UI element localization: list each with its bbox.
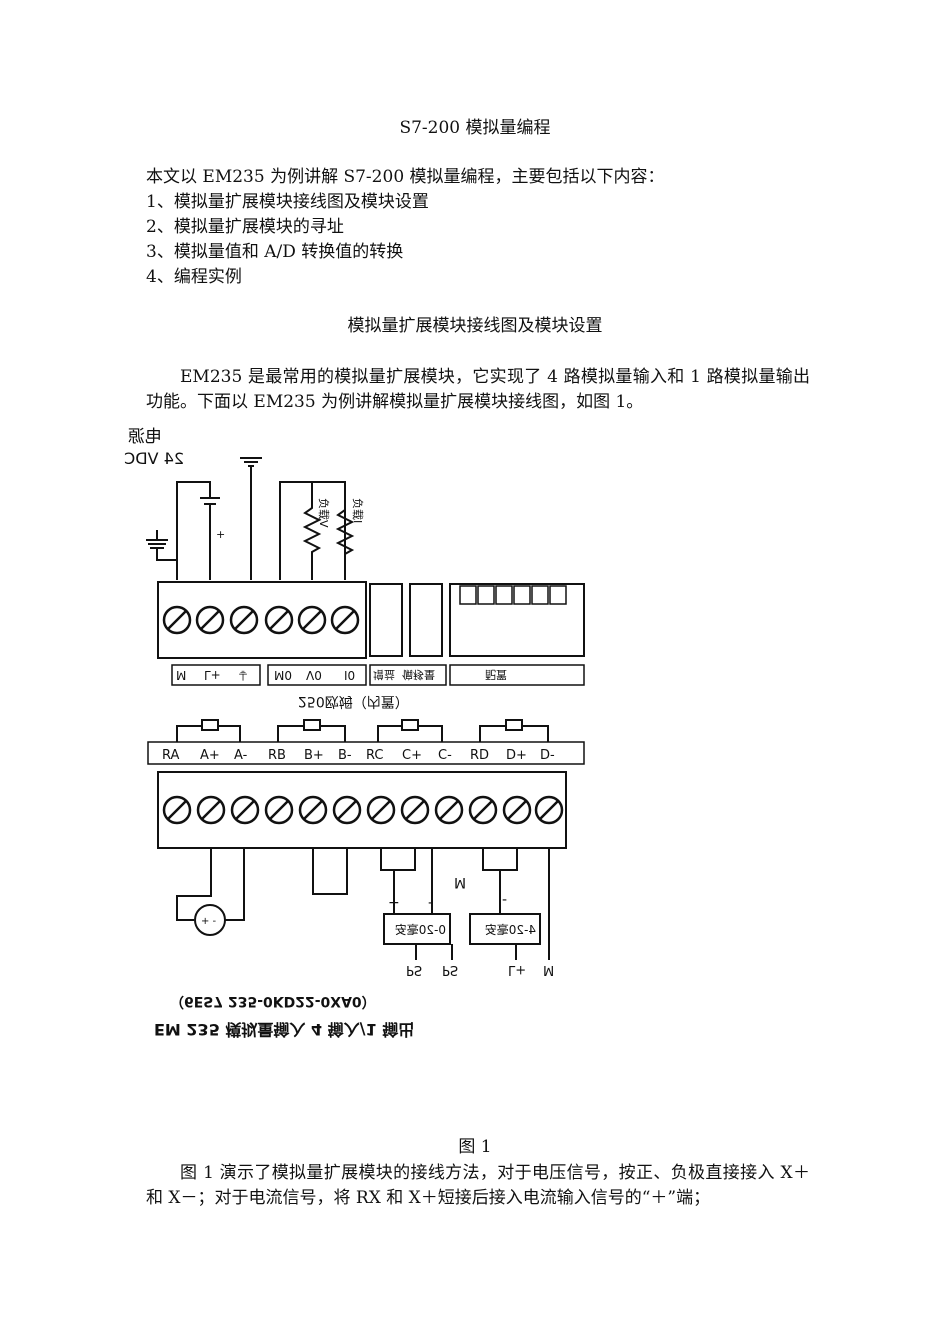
bottom-terminal-block [157,771,567,849]
ground-icon [146,530,168,549]
svg-text:RB: RB [268,748,286,763]
svg-text:PS: PS [406,962,422,977]
svg-text:250欧姆（内置）: 250欧姆（内置） [298,693,409,709]
svg-text:4-20毫安: 4-20毫安 [485,922,536,937]
svg-text:RA: RA [162,748,180,763]
svg-text:+ -: + - [201,916,217,927]
svg-text:B+: B+ [304,748,324,763]
svg-text:M0: M0 [274,668,292,682]
section-title: 模拟量扩展模块接线图及模块设置 [347,316,603,336]
part-number: （6ES7 235-0KD22-0XA0） [170,993,376,1009]
model-description: EM 235 模拟量输入 4 输入/1 输出 [154,1020,414,1039]
svg-text:V0: V0 [306,668,322,682]
svg-text:A-: A- [234,748,248,763]
transmitter-4-20 [469,913,541,945]
svg-text:L+: L+ [204,668,221,682]
figure-caption: 图 1 [458,1137,492,1157]
svg-text:D-: D- [540,748,555,763]
intro-text: 本文以 EM235 为例讲解 S7-200 模拟量编程，主要包括以下内容： [146,167,665,187]
minus-label-2: - [502,892,507,908]
doc-title: S7-200 模拟量编程 [399,118,551,138]
supply-voltage: 24 VDC [124,449,184,468]
svg-text:RD: RD [470,748,489,763]
supply-label: 电源 [128,427,162,447]
m-label: M [454,874,466,890]
toc-item-4: 4、编程实例 [146,267,242,287]
minus-label-1: - [428,895,433,911]
paragraph-1: EM235 是最常用的模拟量扩展模块，它实现了 4 路模拟量输入和 1 路模拟量… [146,367,810,412]
toc-item-1: 1、模拟量扩展模块接线图及模块设置 [146,192,429,212]
svg-text:+: + [216,528,225,541]
paragraph-2: 图 1 演示了模拟量扩展模块的接线方法，对于电压信号，按正、负极直接接入 X＋和… [146,1163,810,1208]
svg-text:⏚: ⏚ [237,668,249,682]
svg-text:PS: PS [442,962,458,977]
battery-icon [156,481,220,580]
svg-text:0-20毫安: 0-20毫安 [395,922,446,937]
svg-text:C-: C- [438,748,452,763]
wiring-diagram: 电源 24 VDC + 负载V 负载I [124,427,585,1039]
svg-text:L+: L+ [508,962,526,977]
svg-text:增益: 增益 [373,668,395,682]
svg-text:RC: RC [366,748,383,763]
toc-item-3: 3、模拟量值和 A/D 转换值的转换 [146,242,404,262]
ground-icon [240,457,262,580]
svg-text:D+: D+ [506,748,527,763]
plus-label: + [388,895,400,911]
svg-text:M: M [176,668,186,682]
svg-text:偏移量: 偏移量 [402,668,435,682]
svg-text:C+: C+ [402,748,422,763]
load-i-label: 负载I [351,498,365,523]
load-v-label: 负载V [317,498,331,528]
svg-text:I0: I0 [344,668,355,682]
voltage-source-icon [194,904,226,936]
svg-text:M: M [543,962,554,977]
toc-item-2: 2、模拟量扩展模块的寻址 [146,217,344,237]
resistor-icon [279,481,355,580]
svg-text:配置: 配置 [485,668,507,681]
svg-text:B-: B- [338,748,352,763]
svg-text:A+: A+ [200,748,220,763]
top-terminal-block [157,581,367,659]
bottom-terminal-labels: RA A+ A- RB B+ B- RC C+ C- RD D+ D- [162,748,555,763]
